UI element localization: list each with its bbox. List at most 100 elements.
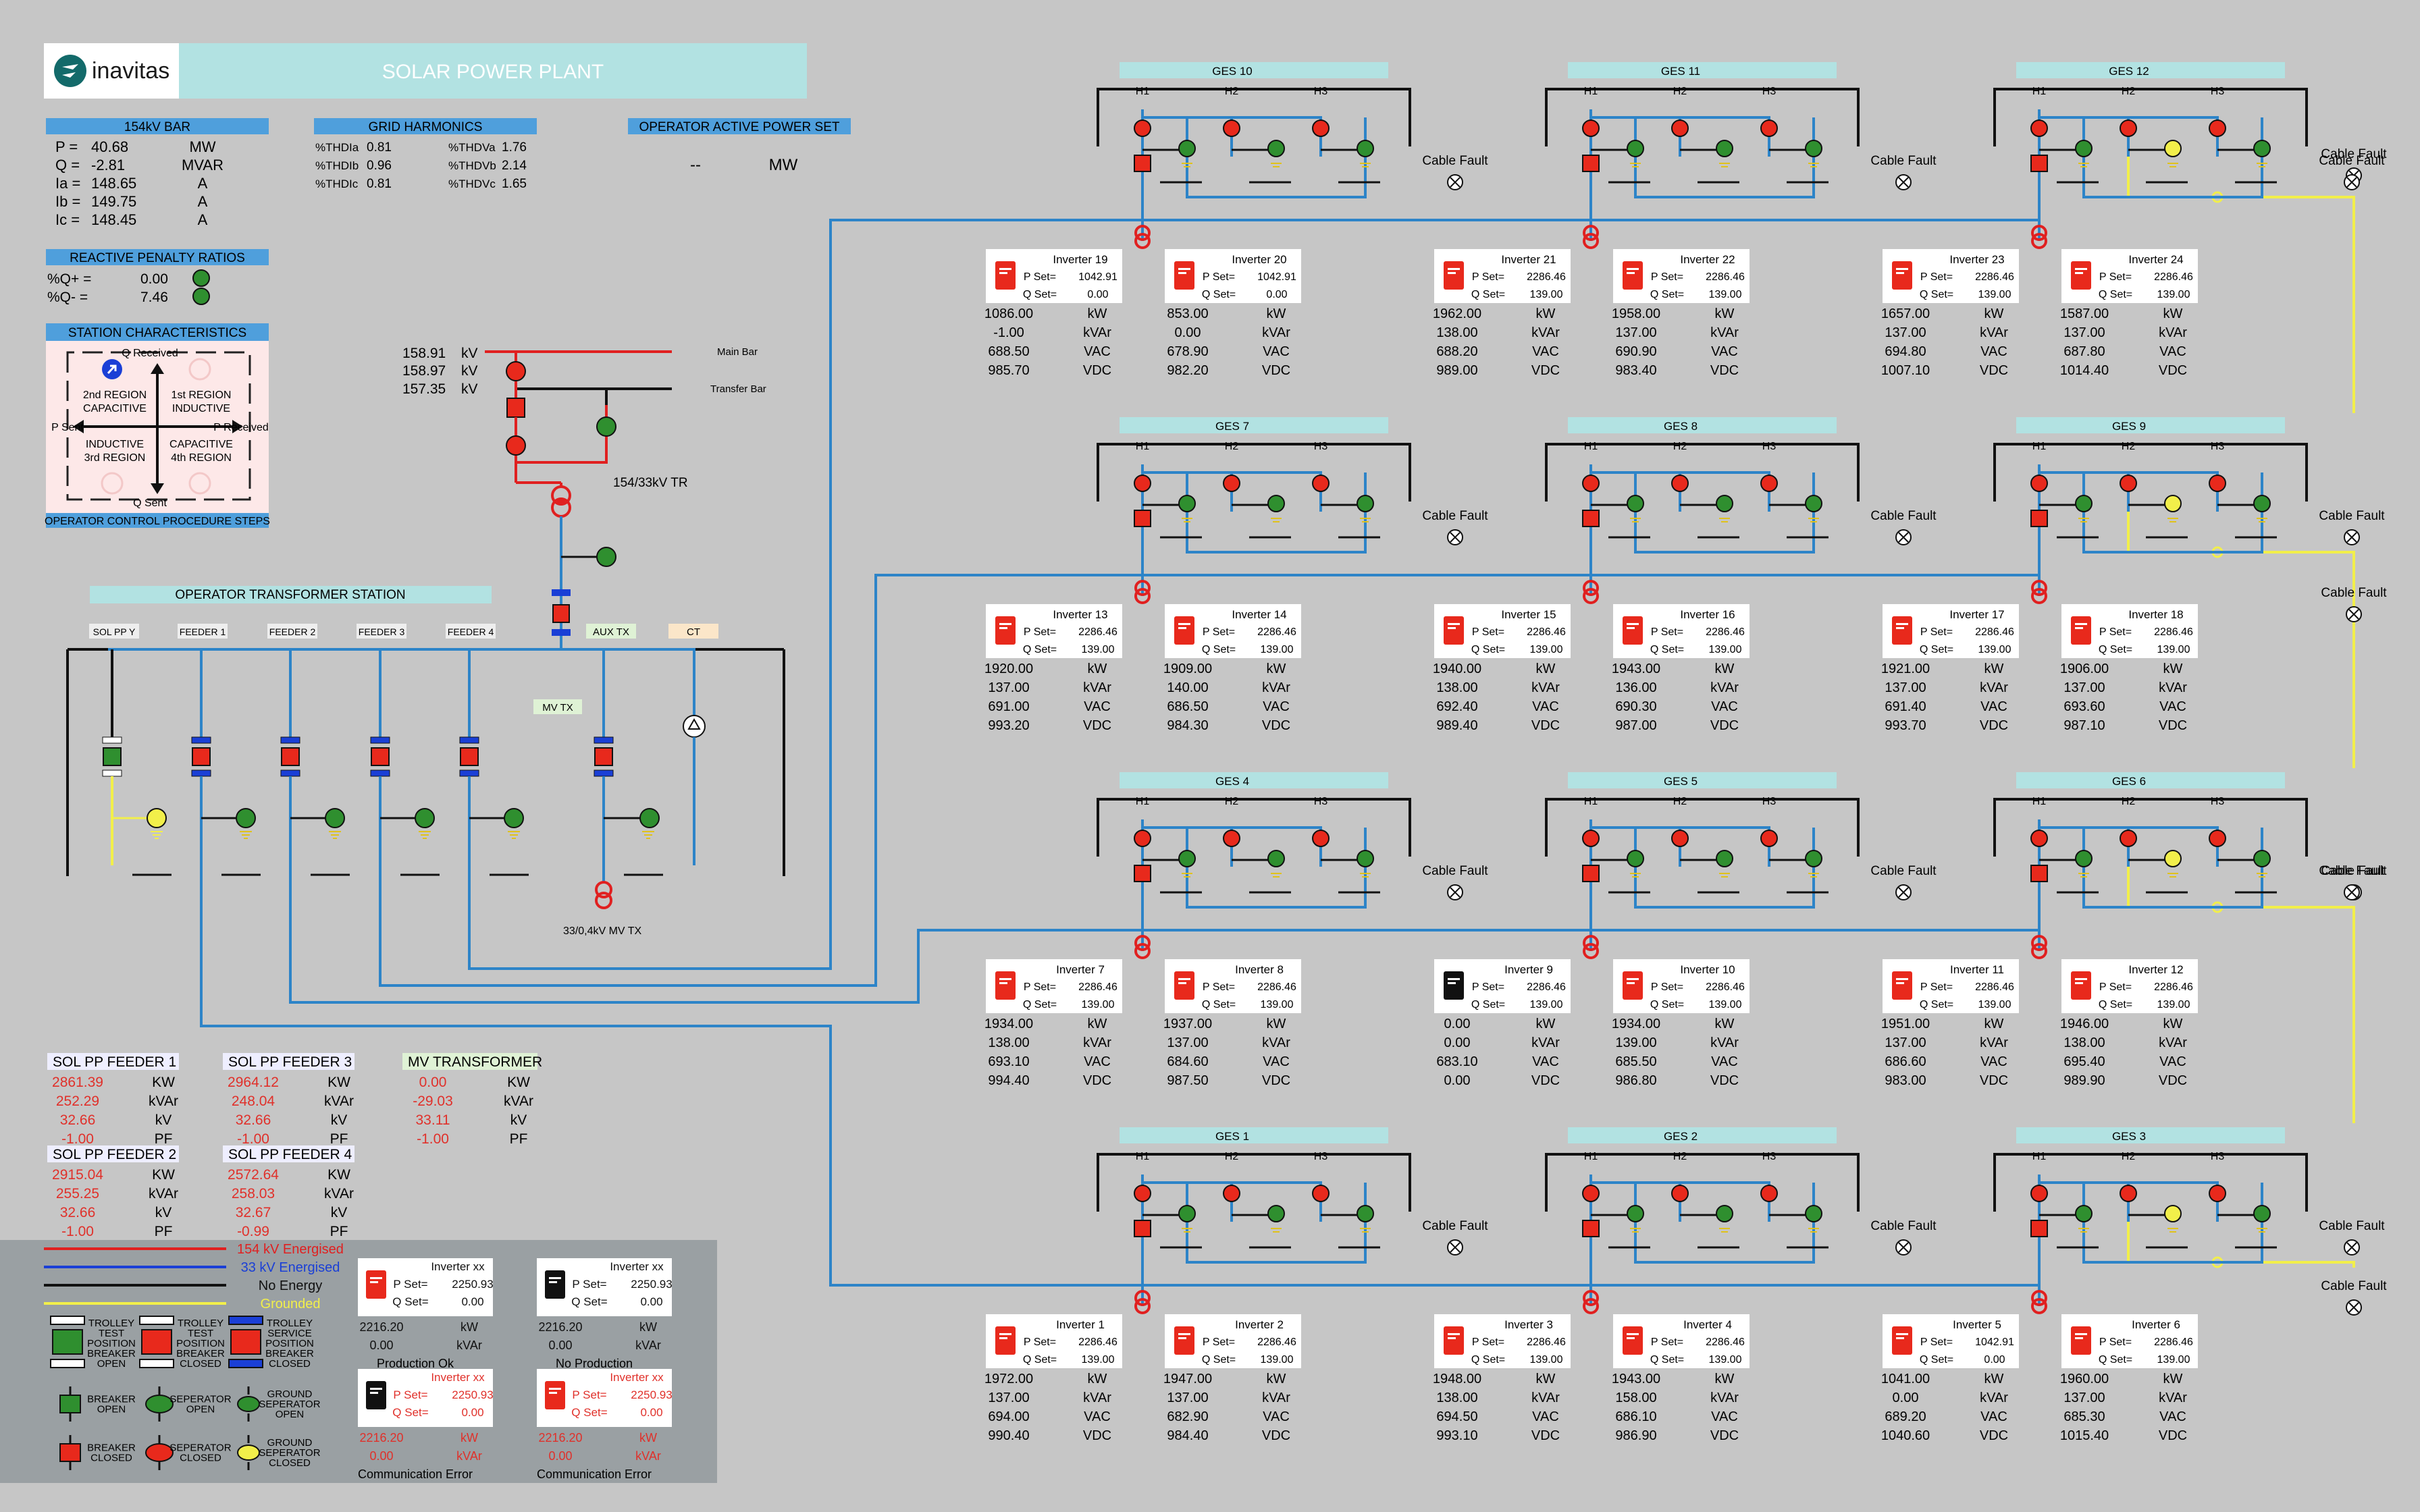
ground-separator-open-icon[interactable] xyxy=(1357,140,1374,157)
inverter-icon[interactable] xyxy=(995,1326,1016,1355)
ground-separator-open-icon[interactable] xyxy=(2253,850,2271,867)
inverter-icon[interactable] xyxy=(366,1270,386,1299)
feeder-tag[interactable] xyxy=(89,624,139,639)
ges-breaker-closed-icon[interactable] xyxy=(1134,155,1151,172)
breaker-open-icon[interactable] xyxy=(103,747,122,766)
h-separator-closed-icon[interactable] xyxy=(1134,830,1151,847)
inverter-icon[interactable] xyxy=(1444,971,1464,1000)
inverter-icon[interactable] xyxy=(1623,261,1643,290)
h-separator-closed-icon[interactable] xyxy=(1760,475,1778,492)
ground-separator-open-icon[interactable] xyxy=(1178,1205,1196,1222)
h-separator-closed-icon[interactable] xyxy=(1312,1185,1330,1202)
active-power-value[interactable]: -- xyxy=(690,156,701,174)
inverter-icon[interactable] xyxy=(2071,971,2091,1000)
ground-separator-closed-icon[interactable] xyxy=(147,808,167,828)
h-separator-closed-icon[interactable] xyxy=(1134,475,1151,492)
h-separator-closed-icon[interactable] xyxy=(2120,830,2137,847)
h-separator-closed-icon[interactable] xyxy=(2030,119,2048,137)
separator-2-closed-icon[interactable] xyxy=(506,435,526,456)
ground-separator-open-icon[interactable] xyxy=(415,808,435,828)
ges-breaker-closed-icon[interactable] xyxy=(1134,510,1151,527)
ges-header[interactable] xyxy=(1120,1127,1388,1143)
ges-breaker-closed-icon[interactable] xyxy=(1134,865,1151,882)
inverter-icon[interactable] xyxy=(545,1381,565,1409)
ges-header[interactable] xyxy=(1568,417,1837,433)
ground-separator-open-icon[interactable] xyxy=(1805,1205,1822,1222)
h-separator-closed-icon[interactable] xyxy=(2030,830,2048,847)
inverter-icon[interactable] xyxy=(2071,1326,2091,1355)
ges-breaker-closed-icon[interactable] xyxy=(1582,155,1600,172)
h-separator-closed-icon[interactable] xyxy=(1582,475,1600,492)
ges-header[interactable] xyxy=(1120,62,1388,78)
inverter-icon[interactable] xyxy=(1174,616,1194,645)
ground-separator-open-icon[interactable] xyxy=(1357,495,1374,512)
ground-separator-open-icon[interactable] xyxy=(1357,850,1374,867)
active-power-panel[interactable]: OPERATOR ACTIVE POWER SET -- MW xyxy=(628,118,851,174)
inverter-icon[interactable] xyxy=(1444,261,1464,290)
inverter-icon[interactable] xyxy=(1623,971,1643,1000)
feeder-tag[interactable] xyxy=(446,624,496,639)
mv-transformer-icon[interactable] xyxy=(595,881,612,909)
ges-header[interactable] xyxy=(1568,1127,1837,1143)
ground-separator-closed-icon[interactable] xyxy=(2164,495,2182,512)
ges-header[interactable] xyxy=(1120,772,1388,788)
ges-header[interactable] xyxy=(2016,62,2285,78)
breaker-closed-icon[interactable] xyxy=(281,747,300,766)
ground-separator-open-icon[interactable] xyxy=(1805,850,1822,867)
ges-breaker-closed-icon[interactable] xyxy=(2030,865,2048,882)
h-separator-closed-icon[interactable] xyxy=(1134,1185,1151,1202)
inverter-icon[interactable] xyxy=(1174,971,1194,1000)
ground-separator-open-icon[interactable] xyxy=(2075,140,2093,157)
inverter-icon[interactable] xyxy=(1892,616,1912,645)
h-separator-closed-icon[interactable] xyxy=(1223,119,1240,137)
breaker-closed-icon[interactable] xyxy=(192,747,211,766)
h-separator-closed-icon[interactable] xyxy=(2209,475,2226,492)
aux-tx-tag[interactable] xyxy=(586,624,636,639)
ground-separator-open-icon[interactable] xyxy=(1716,140,1733,157)
inverter-icon[interactable] xyxy=(1174,261,1194,290)
feeder-tag[interactable] xyxy=(357,624,406,639)
ges-breaker-closed-icon[interactable] xyxy=(2030,510,2048,527)
h-separator-closed-icon[interactable] xyxy=(1582,830,1600,847)
inverter-icon[interactable] xyxy=(2071,261,2091,290)
h-separator-closed-icon[interactable] xyxy=(1671,1185,1689,1202)
ges-breaker-closed-icon[interactable] xyxy=(2030,1220,2048,1237)
h-separator-closed-icon[interactable] xyxy=(2209,1185,2226,1202)
h-separator-closed-icon[interactable] xyxy=(2030,1185,2048,1202)
ground-separator-open-icon[interactable] xyxy=(504,808,524,828)
ground-separator-open-icon[interactable] xyxy=(236,808,256,828)
ground-separator-open-icon[interactable] xyxy=(1716,850,1733,867)
h-separator-closed-icon[interactable] xyxy=(2120,1185,2137,1202)
inverter-icon[interactable] xyxy=(1444,1326,1464,1355)
ground-separator-open-icon[interactable] xyxy=(1627,140,1644,157)
ground-separator-open-icon[interactable] xyxy=(1805,495,1822,512)
inverter-icon[interactable] xyxy=(1892,261,1912,290)
ground-separator-open-icon[interactable] xyxy=(1627,850,1644,867)
ground-separator-open-icon[interactable] xyxy=(2075,495,2093,512)
h-separator-closed-icon[interactable] xyxy=(2120,475,2137,492)
ges-breaker-closed-icon[interactable] xyxy=(1582,1220,1600,1237)
inverter-icon[interactable] xyxy=(1892,971,1912,1000)
inverter-icon[interactable] xyxy=(1444,616,1464,645)
h-separator-closed-icon[interactable] xyxy=(1312,475,1330,492)
ground-separator-open-icon[interactable] xyxy=(639,808,660,828)
ct-symbol-icon[interactable] xyxy=(683,649,706,865)
ges-breaker-closed-icon[interactable] xyxy=(1134,1220,1151,1237)
procedure-steps-button[interactable] xyxy=(46,513,269,528)
h-separator-closed-icon[interactable] xyxy=(1671,830,1689,847)
h-separator-closed-icon[interactable] xyxy=(2209,830,2226,847)
ground-separator-open-icon[interactable] xyxy=(1267,495,1285,512)
mv-tx-tag[interactable] xyxy=(533,699,582,714)
ges-header[interactable] xyxy=(2016,417,2285,433)
ges-breaker-closed-icon[interactable] xyxy=(1582,510,1600,527)
ground-separator-open-icon[interactable] xyxy=(1716,495,1733,512)
feeder-tag[interactable] xyxy=(178,624,228,639)
ground-separator-open-icon[interactable] xyxy=(1357,1205,1374,1222)
inverter-icon[interactable] xyxy=(995,971,1016,1000)
ground-separator-closed-icon[interactable] xyxy=(2164,140,2182,157)
breaker-closed-icon[interactable] xyxy=(594,747,613,766)
h-separator-closed-icon[interactable] xyxy=(1671,475,1689,492)
ground-separator-open-icon[interactable] xyxy=(325,808,345,828)
ges-breaker-closed-icon[interactable] xyxy=(1582,865,1600,882)
main-breaker-closed-icon[interactable] xyxy=(506,398,525,418)
